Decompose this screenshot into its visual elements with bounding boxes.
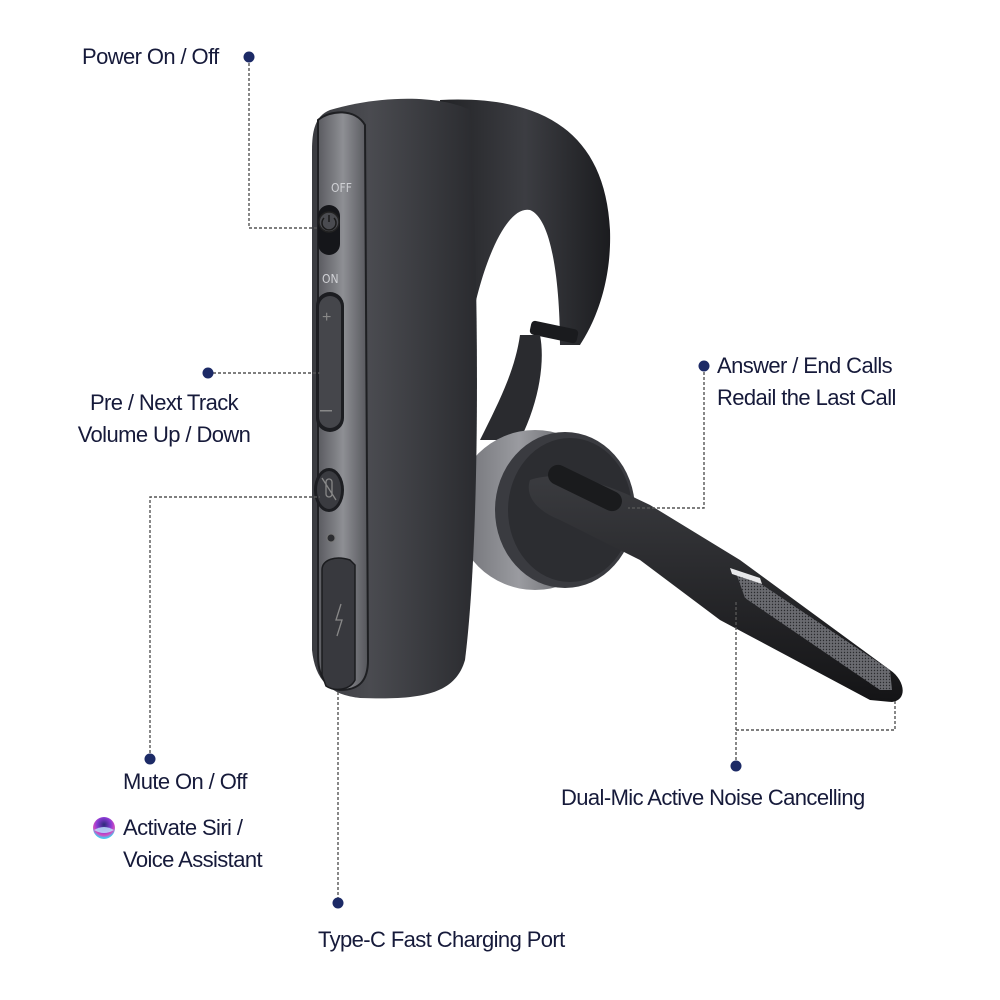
boom-microphone: [528, 464, 903, 702]
ear-hook: [440, 99, 611, 440]
minus-icon: [320, 410, 332, 412]
callout-track-volume: Pre / Next Track Volume Up / Down: [58, 387, 270, 451]
callout-mute-text: Mute On / Off: [123, 769, 247, 794]
callout-siri-line2: Voice Assistant: [123, 847, 263, 872]
callout-power: Power On / Off: [82, 41, 219, 73]
callout-track-line2: Volume Up / Down: [77, 422, 251, 447]
lightning-icon: [335, 603, 343, 637]
callout-power-text: Power On / Off: [82, 44, 219, 69]
callout-noise-text: Dual-Mic Active Noise Cancelling: [561, 785, 865, 810]
callout-siri: Activate Siri / Voice Assistant: [123, 812, 263, 876]
callout-dots: [144, 51, 742, 909]
siri-icon: [93, 817, 115, 839]
callout-answer: Answer / End Calls Redail the Last Call: [717, 350, 896, 414]
headset-body: OFF ON +: [312, 98, 477, 699]
on-marking: ON: [322, 272, 339, 286]
callout-answer-line2: Redail the Last Call: [717, 385, 896, 410]
mic-mute-icon: [321, 477, 337, 501]
led-indicator: [326, 533, 336, 543]
plus-icon: +: [322, 309, 331, 326]
callout-siri-line1: Activate Siri /: [123, 815, 243, 840]
callout-noise: Dual-Mic Active Noise Cancelling: [561, 782, 865, 814]
callout-charging-text: Type-C Fast Charging Port: [318, 927, 565, 952]
off-marking: OFF: [331, 181, 352, 195]
callout-answer-line1: Answer / End Calls: [717, 353, 893, 378]
callout-mute: Mute On / Off: [123, 766, 247, 798]
callout-track-line1: Pre / Next Track: [89, 390, 239, 415]
usb-c-port-cover: [321, 557, 356, 691]
leader-lines: [149, 58, 896, 900]
power-icon: [321, 215, 337, 231]
callout-charging: Type-C Fast Charging Port: [318, 924, 565, 956]
